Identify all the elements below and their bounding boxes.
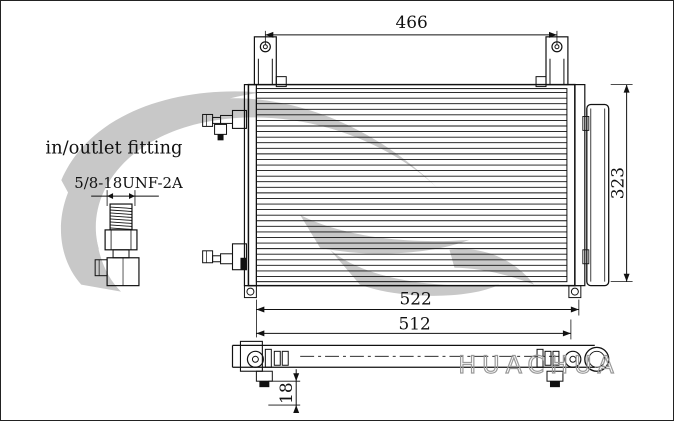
- dimension-bottom-512: 512: [255, 299, 580, 340]
- side-view: 18: [231, 340, 610, 414]
- thread-line: [110, 212, 133, 215]
- receiver-drier: [574, 84, 610, 287]
- thread-line: [110, 206, 133, 209]
- thread-line: [110, 227, 133, 230]
- dimension-right-323: 323: [608, 84, 633, 283]
- inlet-fitting-upper: [202, 109, 247, 141]
- watermark-text: HUACHUA: [458, 351, 620, 379]
- thread-line: [110, 224, 133, 227]
- thread-lines: [110, 206, 133, 230]
- dimension-label-depth: 18: [276, 382, 296, 404]
- bracket-top-left: [253, 36, 287, 88]
- thread-line: [110, 215, 133, 218]
- condenser-fins: [256, 92, 567, 277]
- thread-line: [110, 218, 133, 221]
- condenser-core: [247, 83, 576, 287]
- thread-line: [110, 209, 133, 212]
- dimension-label-512: 512: [398, 313, 430, 333]
- dimension-label-top: 466: [396, 12, 428, 32]
- bracket-top-right: [535, 36, 569, 88]
- fitting-detail: in/outlet fitting 5/8-18UNF-2A: [45, 137, 183, 287]
- outlet-fitting-lower: [202, 243, 247, 271]
- dimension-bottom-522: 522: [256, 289, 579, 313]
- thread-line: [110, 221, 133, 224]
- dimension-label-right: 323: [608, 167, 628, 199]
- thread-spec: 5/8-18UNF-2A: [74, 174, 183, 192]
- fitting-title: in/outlet fitting: [45, 137, 182, 158]
- bottom-mounts: [243, 285, 582, 299]
- dimension-top-466: 466: [264, 12, 558, 45]
- dimension-label-522: 522: [399, 289, 431, 309]
